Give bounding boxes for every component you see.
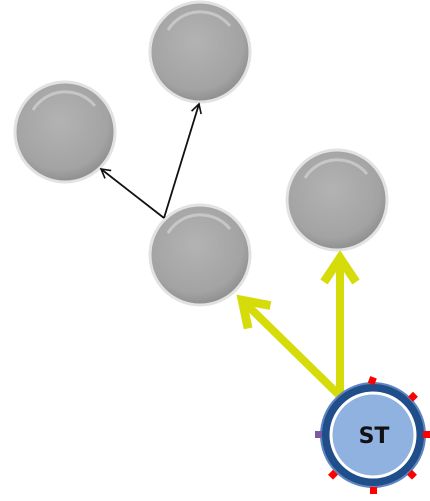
node-right <box>285 148 389 252</box>
thin-arrow-to-left <box>99 167 165 219</box>
node-top <box>148 0 252 104</box>
start-node-markers <box>315 376 430 494</box>
node-center <box>148 203 252 307</box>
node-left <box>13 80 117 184</box>
thin-arrow-to-top <box>163 102 202 219</box>
start-node: ST <box>315 376 430 494</box>
start-node-label: ST <box>359 424 390 449</box>
thick-arrow-to-center <box>236 294 343 399</box>
